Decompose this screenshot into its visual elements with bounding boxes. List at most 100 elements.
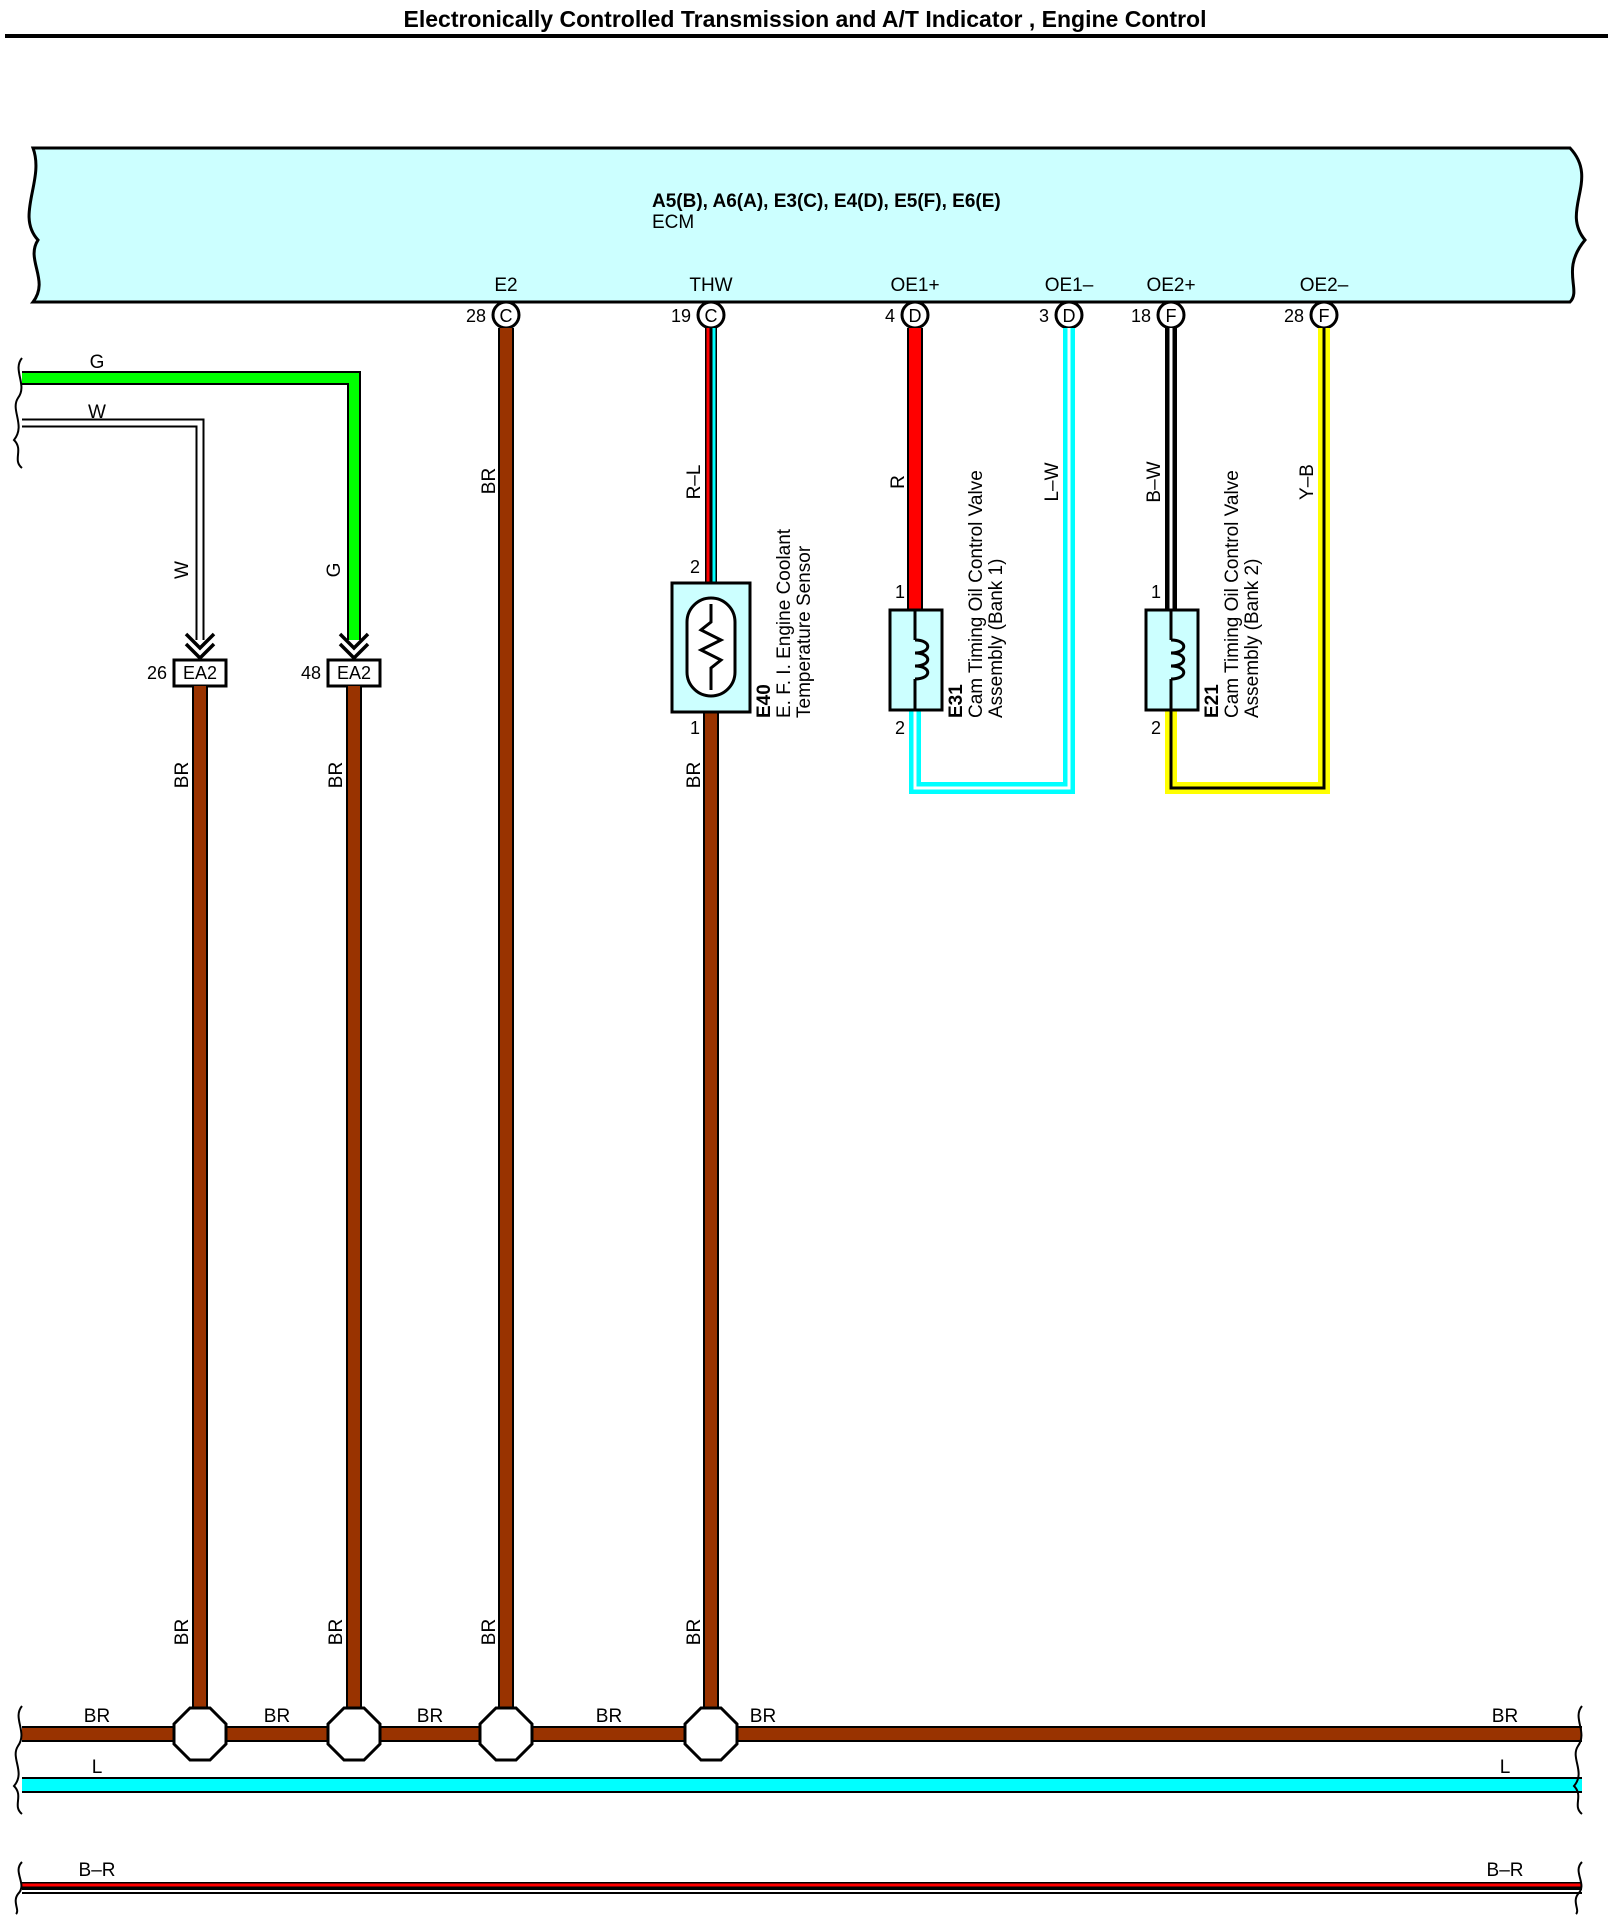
terminal-name: OE1– bbox=[1045, 275, 1094, 296]
terminal-pin: 19 bbox=[671, 306, 691, 326]
ecm-label: ECM bbox=[652, 212, 694, 233]
splice-point bbox=[172, 1706, 228, 1762]
ecm-connector-list: A5(B), A6(A), E3(C), E4(D), E5(F), E6(E) bbox=[652, 191, 1001, 212]
connector-ea2-48: 48 EA2 bbox=[301, 658, 382, 688]
pin-top: 1 bbox=[895, 582, 905, 602]
terminal-pin: 28 bbox=[466, 306, 486, 326]
component-name-line1: Cam Timing Oil Control Valve bbox=[1222, 470, 1243, 718]
pin-top: 1 bbox=[1151, 582, 1161, 602]
wire-label-b-r: B–R bbox=[1487, 1860, 1524, 1881]
wire-label-l-w: L–W bbox=[1042, 462, 1063, 501]
wire-label-g: G bbox=[90, 352, 105, 373]
wire-b-w: B–W bbox=[1144, 328, 1177, 610]
pin-bottom: 2 bbox=[895, 718, 905, 738]
terminal-name: OE2+ bbox=[1146, 275, 1195, 296]
wire-l-w: L–W bbox=[909, 328, 1075, 794]
wire-label-br: BR bbox=[172, 762, 193, 788]
ecm-terminal-oe1-minus: OE1– 3 D bbox=[1039, 275, 1094, 330]
br-vertical-labels: BR BR BR BR BR BR BR BR bbox=[172, 468, 705, 1645]
splice-junctions bbox=[172, 1706, 739, 1762]
wire-label-br: BR bbox=[750, 1706, 776, 1727]
wire-label-l: L bbox=[1500, 1757, 1511, 1778]
terminal-connector-letter: F bbox=[1319, 306, 1330, 326]
wire-r-l: R–L bbox=[684, 328, 717, 583]
component-name-line1: Cam Timing Oil Control Valve bbox=[966, 470, 987, 718]
wire-label-br: BR bbox=[264, 1706, 290, 1727]
valve-e21: 1 2 E21 Cam Timing Oil Control Valve Ass… bbox=[1144, 470, 1263, 738]
wire-break-left-top bbox=[12, 357, 23, 469]
component-code: E21 bbox=[1202, 684, 1223, 718]
wire-label-b-w: B–W bbox=[1144, 461, 1165, 502]
terminal-pin: 4 bbox=[885, 306, 895, 326]
terminal-name: THW bbox=[689, 275, 732, 296]
terminal-name: OE2– bbox=[1300, 275, 1349, 296]
sensor-e40: 2 1 E40 E. F. I. Engine Coolant Temperat… bbox=[670, 528, 815, 738]
ecm-terminal-oe2-plus: OE2+ 18 F bbox=[1131, 275, 1196, 330]
wire-br-bus: BR BR BR BR BR BR bbox=[22, 1706, 1582, 1742]
wire-l: L L bbox=[22, 1757, 1582, 1793]
wire-label-l: L bbox=[92, 1757, 103, 1778]
wire-label-y-b: Y–B bbox=[1297, 464, 1318, 500]
component-code: E31 bbox=[946, 684, 967, 718]
pin-bottom: 1 bbox=[690, 718, 700, 738]
terminal-connector-letter: D bbox=[909, 306, 922, 326]
terminal-connector-letter: F bbox=[1166, 306, 1177, 326]
splice-point bbox=[326, 1706, 382, 1762]
connector-name: EA2 bbox=[183, 663, 217, 683]
wire-label-br: BR bbox=[326, 1619, 347, 1645]
wire-label-g-vertical: G bbox=[324, 563, 345, 578]
valve-e31: 1 2 E31 Cam Timing Oil Control Valve Ass… bbox=[888, 470, 1007, 738]
terminal-name: E2 bbox=[494, 275, 517, 296]
ecm-terminal-e2: E2 28 C bbox=[466, 275, 521, 330]
splice-point bbox=[478, 1706, 534, 1762]
terminal-connector-letter: C bbox=[705, 306, 718, 326]
wire-label-br: BR bbox=[684, 762, 705, 788]
splice-point bbox=[683, 1706, 739, 1762]
component-name-line2: Assembly (Bank 2) bbox=[1242, 559, 1263, 718]
wire-label-r-l: R–L bbox=[684, 465, 705, 500]
ecm-block: A5(B), A6(A), E3(C), E4(D), E5(F), E6(E)… bbox=[27, 146, 1587, 304]
wire-y-b: Y–B bbox=[1165, 328, 1330, 794]
pin-top: 2 bbox=[690, 557, 700, 577]
wire-label-br: BR bbox=[1492, 1706, 1518, 1727]
wire-label-w: W bbox=[88, 402, 106, 423]
component-name-line1: E. F. I. Engine Coolant bbox=[774, 528, 795, 718]
wire-label-br: BR bbox=[84, 1706, 110, 1727]
terminal-connector-letter: C bbox=[500, 306, 513, 326]
wire-label-br: BR bbox=[479, 1619, 500, 1645]
ecm-body bbox=[27, 146, 1587, 304]
ecm-terminal-thw: THW 19 C bbox=[671, 275, 733, 330]
coil-icon bbox=[914, 638, 930, 681]
terminal-connector-letter: D bbox=[1063, 306, 1076, 326]
wire-label-b-r: B–R bbox=[79, 1860, 116, 1881]
connector-ea2-26: 26 EA2 bbox=[147, 658, 228, 688]
chevron-down-icon bbox=[184, 632, 370, 661]
wire-break-marks bbox=[12, 1705, 1583, 1915]
wire-label-br: BR bbox=[172, 1619, 193, 1645]
terminal-pin: 3 bbox=[1039, 306, 1049, 326]
terminal-name: OE1+ bbox=[890, 275, 939, 296]
wire-label-br: BR bbox=[479, 468, 500, 494]
terminal-pin: 28 bbox=[1284, 306, 1304, 326]
wire-label-r: R bbox=[888, 475, 909, 489]
wire-label-br: BR bbox=[684, 1619, 705, 1645]
component-name-line2: Temperature Sensor bbox=[794, 545, 815, 718]
terminal-pin: 18 bbox=[1131, 306, 1151, 326]
wire-g: G G bbox=[22, 352, 361, 640]
wire-label-w-vertical: W bbox=[172, 561, 193, 579]
connector-pin: 26 bbox=[147, 663, 167, 683]
coil-icon bbox=[1170, 638, 1186, 681]
wire-w: W W bbox=[22, 402, 205, 640]
component-code: E40 bbox=[754, 684, 775, 718]
diagram-title: Electronically Controlled Transmission a… bbox=[404, 6, 1207, 32]
pin-bottom: 2 bbox=[1151, 718, 1161, 738]
ecm-terminal-oe2-minus: OE2– 28 F bbox=[1284, 275, 1349, 330]
wire-label-br: BR bbox=[326, 762, 347, 788]
thermistor-icon bbox=[685, 596, 737, 698]
wire-label-br: BR bbox=[596, 1706, 622, 1727]
wire-r: R bbox=[888, 328, 923, 610]
connector-pin: 48 bbox=[301, 663, 321, 683]
wire-b-r: B–R B–R bbox=[22, 1860, 1582, 1894]
wire-label-br: BR bbox=[417, 1706, 443, 1727]
